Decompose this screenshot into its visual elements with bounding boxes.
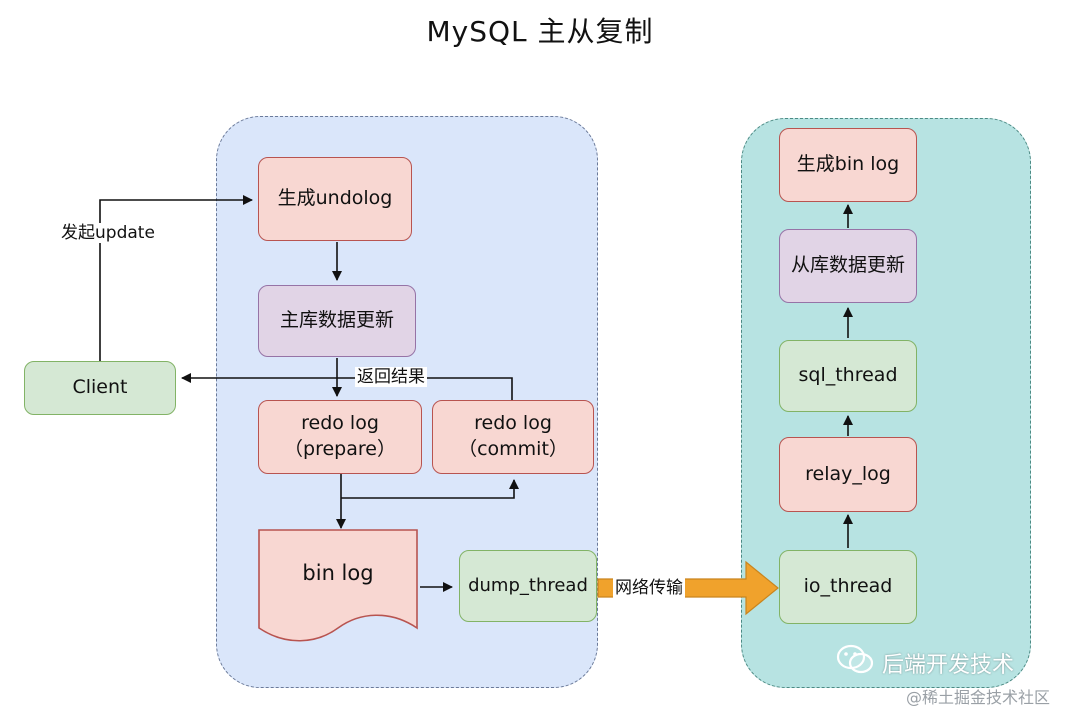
label-network: 网络传输 (613, 578, 685, 599)
slave-binlog-label: 生成bin log (796, 153, 900, 176)
master-update-label: 主库数据更新 (279, 309, 394, 332)
diagram-title: MySQL 主从复制 (426, 15, 654, 48)
slave-update-label: 从库数据更新 (790, 254, 905, 277)
binlog-box: bin log (259, 545, 417, 601)
dump-thread-label: dump_thread (468, 574, 588, 596)
relay-log-label: relay_log (805, 462, 891, 485)
sql-thread-box: sql_thread (779, 340, 917, 412)
arrow-return (181, 373, 513, 400)
redo-commit-line2: （commit） (458, 438, 568, 460)
arrow-update (99, 195, 253, 361)
slave-binlog-box: 生成bin log (779, 128, 917, 202)
label-return: 返回结果 (355, 367, 427, 388)
binlog-label: bin log (302, 560, 374, 585)
undolog-box: 生成undolog (258, 157, 412, 241)
client-box: Client (24, 361, 176, 415)
relay-log-box: relay_log (779, 437, 917, 512)
dump-thread-box: dump_thread (459, 550, 597, 622)
binlog-shape (258, 529, 418, 642)
io-thread-box: io_thread (779, 550, 917, 624)
redo-prepare-line1: redo log (301, 412, 379, 435)
watermark-brand: 后端开发技术 (882, 653, 1015, 678)
io-thread-label: io_thread (803, 575, 893, 598)
undolog-label: 生成undolog (277, 187, 393, 210)
arrow-prepare-to-commit (341, 479, 519, 499)
wechat-icon (836, 644, 874, 674)
client-label: Client (72, 376, 128, 399)
master-update-box: 主库数据更新 (258, 285, 416, 357)
redo-prepare-line2: （prepare） (284, 438, 396, 460)
sql-thread-label: sql_thread (798, 364, 898, 387)
redo-prepare-box: redo log （prepare） (258, 400, 422, 474)
redo-commit-box: redo log （commit） (432, 400, 594, 474)
redo-commit-line1: redo log (474, 412, 552, 435)
label-update: 发起update (59, 223, 157, 244)
watermark-community: @稀土掘金技术社区 (906, 688, 1051, 707)
slave-update-box: 从库数据更新 (779, 229, 917, 303)
